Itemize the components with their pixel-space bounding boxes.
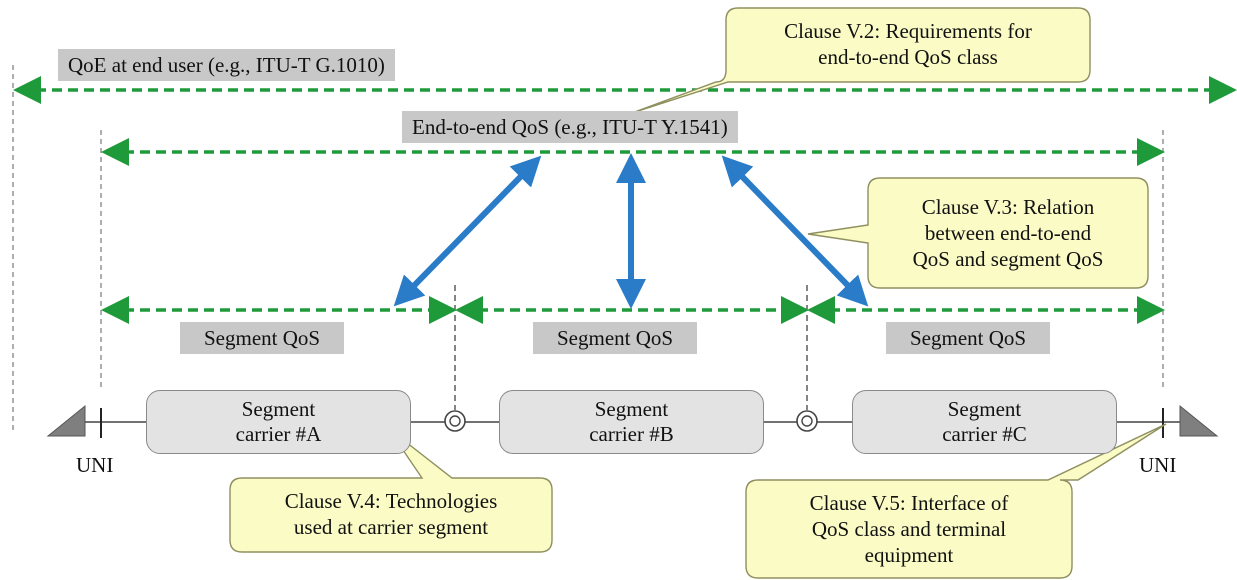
callout-v5-line1: Clause V.5: Interface of [809,491,1009,515]
carrier-a-line1: Segment [241,397,316,421]
qoe-label: QoE at end user (e.g., ITU-T G.1010) [58,49,395,81]
callout-v5-line3: equipment [864,543,954,567]
relation-arrow-a [393,155,542,307]
callout-v3-bubble [807,177,1149,289]
e2e-qos-label: End-to-end QoS (e.g., ITU-T Y.1541) [402,111,738,143]
segment-carrier-a: Segment carrier #A [146,390,411,454]
terminal-left-icon [46,404,86,437]
terminal-right-icon [1179,404,1219,437]
callout-v2-text: Clause V.2: Requirements for end-to-end … [726,18,1090,70]
callout-v4-text: Clause V.4: Technologies used at carrier… [230,488,552,540]
segment-qos-b-label: Segment QoS [533,322,698,354]
callout-v2-line2: end-to-end QoS class [818,45,998,69]
interconnect-bc-icon [796,410,818,432]
callout-v5-text: Clause V.5: Interface of QoS class and t… [746,490,1072,568]
callout-v5-line2: QoS class and terminal [811,517,1007,541]
interconnect-ab-icon [444,410,466,432]
carrier-c-line2: carrier #C [942,422,1027,446]
carrier-b-line2: carrier #B [589,422,674,446]
segment-qos-c-label: Segment QoS [886,322,1051,354]
callout-v5-bubble [745,423,1167,579]
relation-arrow-c [721,155,869,307]
segment-qos-a-label: Segment QoS [180,322,345,354]
callout-v3-text: Clause V.3: Relation between end-to-end … [868,194,1148,272]
carrier-a-line2: carrier #A [235,422,322,446]
callout-v2-bubble [631,7,1091,114]
segment-carrier-c: Segment carrier #C [852,390,1117,454]
callout-v3-line3: QoS and segment QoS [912,247,1104,271]
callout-v2-line1: Clause V.2: Requirements for [784,19,1032,43]
carrier-c-line1: Segment [947,397,1022,421]
carrier-b-line1: Segment [594,397,669,421]
uni-right-label: UNI [1139,453,1177,477]
callout-v4-bubble [229,427,553,553]
callout-v3-line2: between end-to-end [924,221,1092,245]
segment-carrier-b: Segment carrier #B [499,390,764,454]
uni-left-label: UNI [76,453,114,477]
callout-v4-line2: used at carrier segment [293,515,489,539]
callout-v4-line1: Clause V.4: Technologies [284,489,498,513]
callout-v3-line1: Clause V.3: Relation [921,195,1095,219]
